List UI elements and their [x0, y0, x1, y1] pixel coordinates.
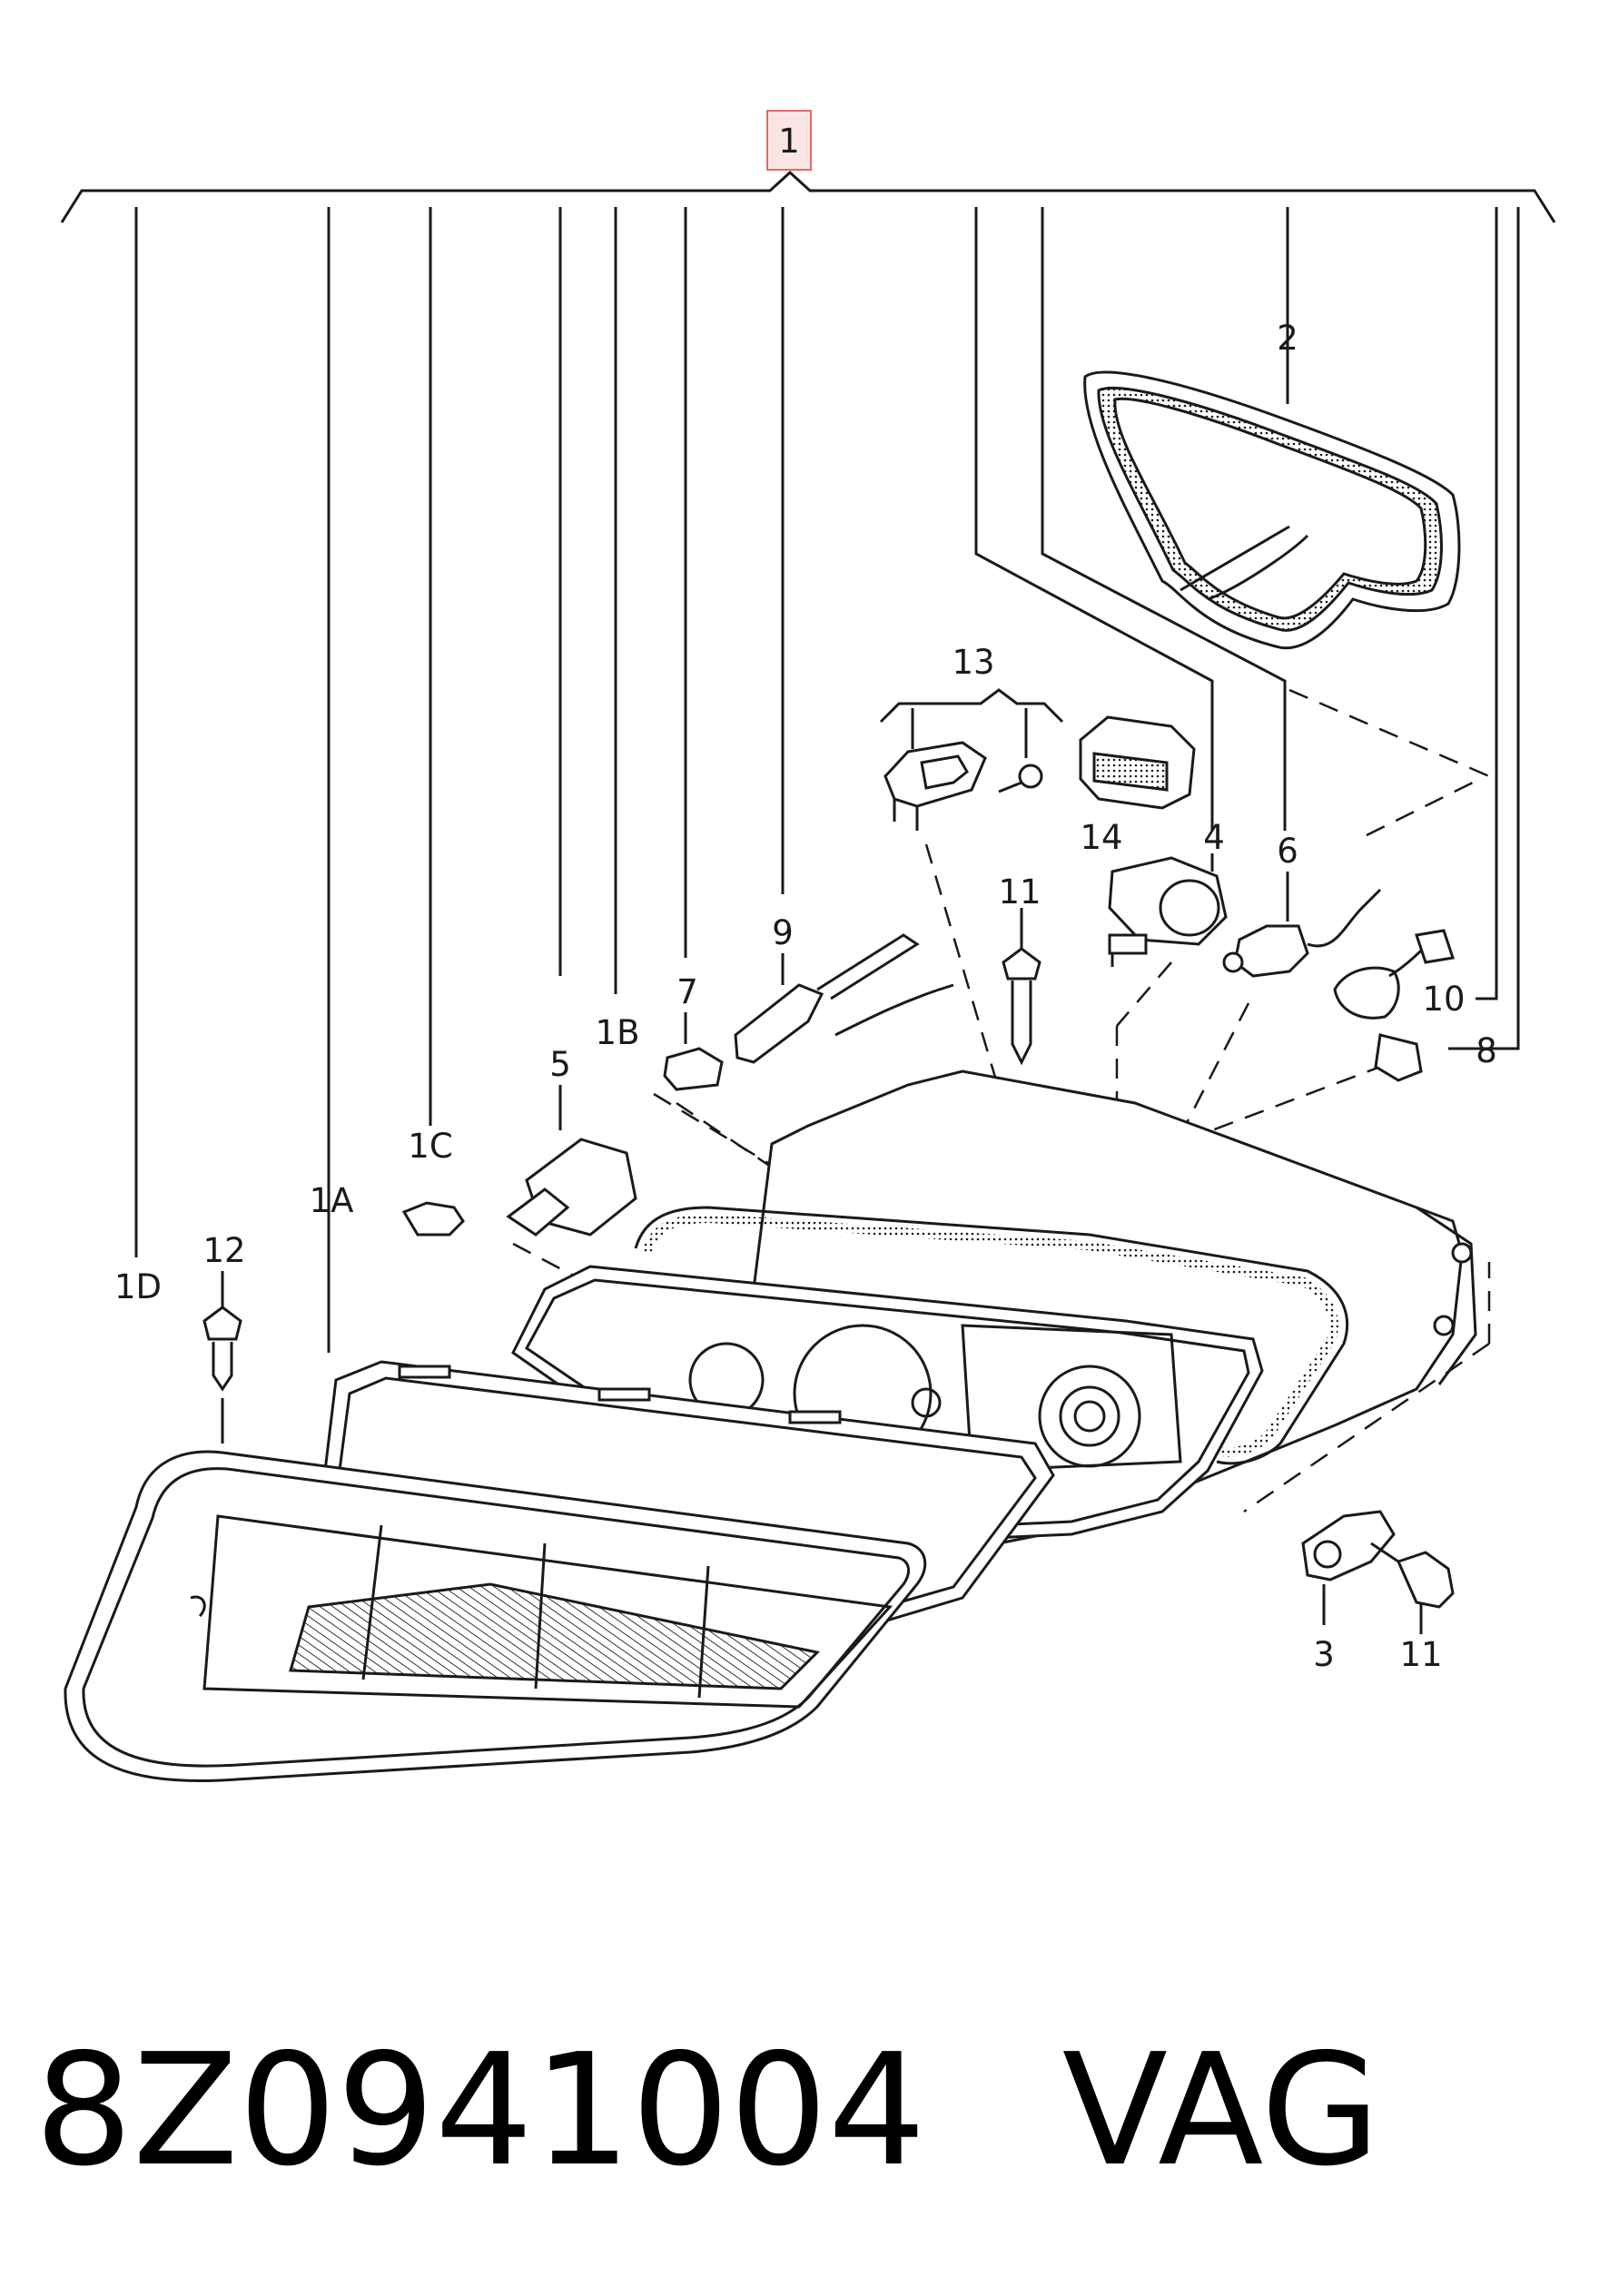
callout-11-upper: 11: [998, 872, 1041, 912]
part-7-bulb: [663, 1012, 724, 1091]
part-12-screw: [202, 1271, 242, 1444]
callout-4: 4: [1203, 818, 1225, 857]
callout-1-box: [766, 110, 812, 171]
part-1B-gasket: [634, 1206, 1349, 1465]
callout-9: 9: [772, 913, 794, 952]
callout-14: 14: [1080, 818, 1122, 857]
part-5-halogen-bulb: [506, 1085, 637, 1237]
callout-1A: 1A: [310, 1181, 354, 1220]
callout-12: 12: [202, 1231, 245, 1270]
part-6-bulb-socket: [1222, 872, 1382, 978]
callout-13: 13: [952, 643, 994, 682]
part-11-screw-lower: [1370, 1542, 1455, 1634]
callout-1: 1: [778, 122, 800, 161]
callout-8: 8: [1476, 1031, 1497, 1070]
assembly-bracket: [60, 170, 1556, 1353]
callout-1C: 1C: [408, 1127, 452, 1166]
part-14-connector: [1079, 715, 1196, 810]
part-8-bulb: [1374, 1033, 1423, 1082]
callout-1D: 1D: [114, 1267, 162, 1306]
callout-7: 7: [676, 972, 698, 1011]
part-9-sensor: [734, 933, 954, 1064]
part-1C-clip: [401, 1201, 465, 1237]
callout-3: 3: [1313, 1635, 1335, 1674]
part-1D-lens: [64, 1450, 927, 1782]
footer-caption: 8Z0941004 VAG: [35, 2006, 1380, 2215]
part-13-bracket: [879, 688, 1064, 831]
part-2-gasket: [1083, 313, 1461, 650]
callout-11-lower: 11: [1399, 1635, 1442, 1674]
callout-5: 5: [549, 1045, 571, 1084]
part-3-bracket: [1301, 1510, 1396, 1625]
part-number: 8Z0941004: [35, 2021, 926, 2201]
callout-6: 6: [1277, 832, 1298, 871]
part-4-adjuster-motor: [1108, 853, 1228, 967]
part-10-lamp-holder: [1333, 929, 1455, 1020]
brand-name: VAG: [1061, 2021, 1381, 2201]
callout-2: 2: [1277, 319, 1298, 358]
callout-10: 10: [1422, 980, 1465, 1019]
callout-1B: 1B: [596, 1013, 640, 1052]
